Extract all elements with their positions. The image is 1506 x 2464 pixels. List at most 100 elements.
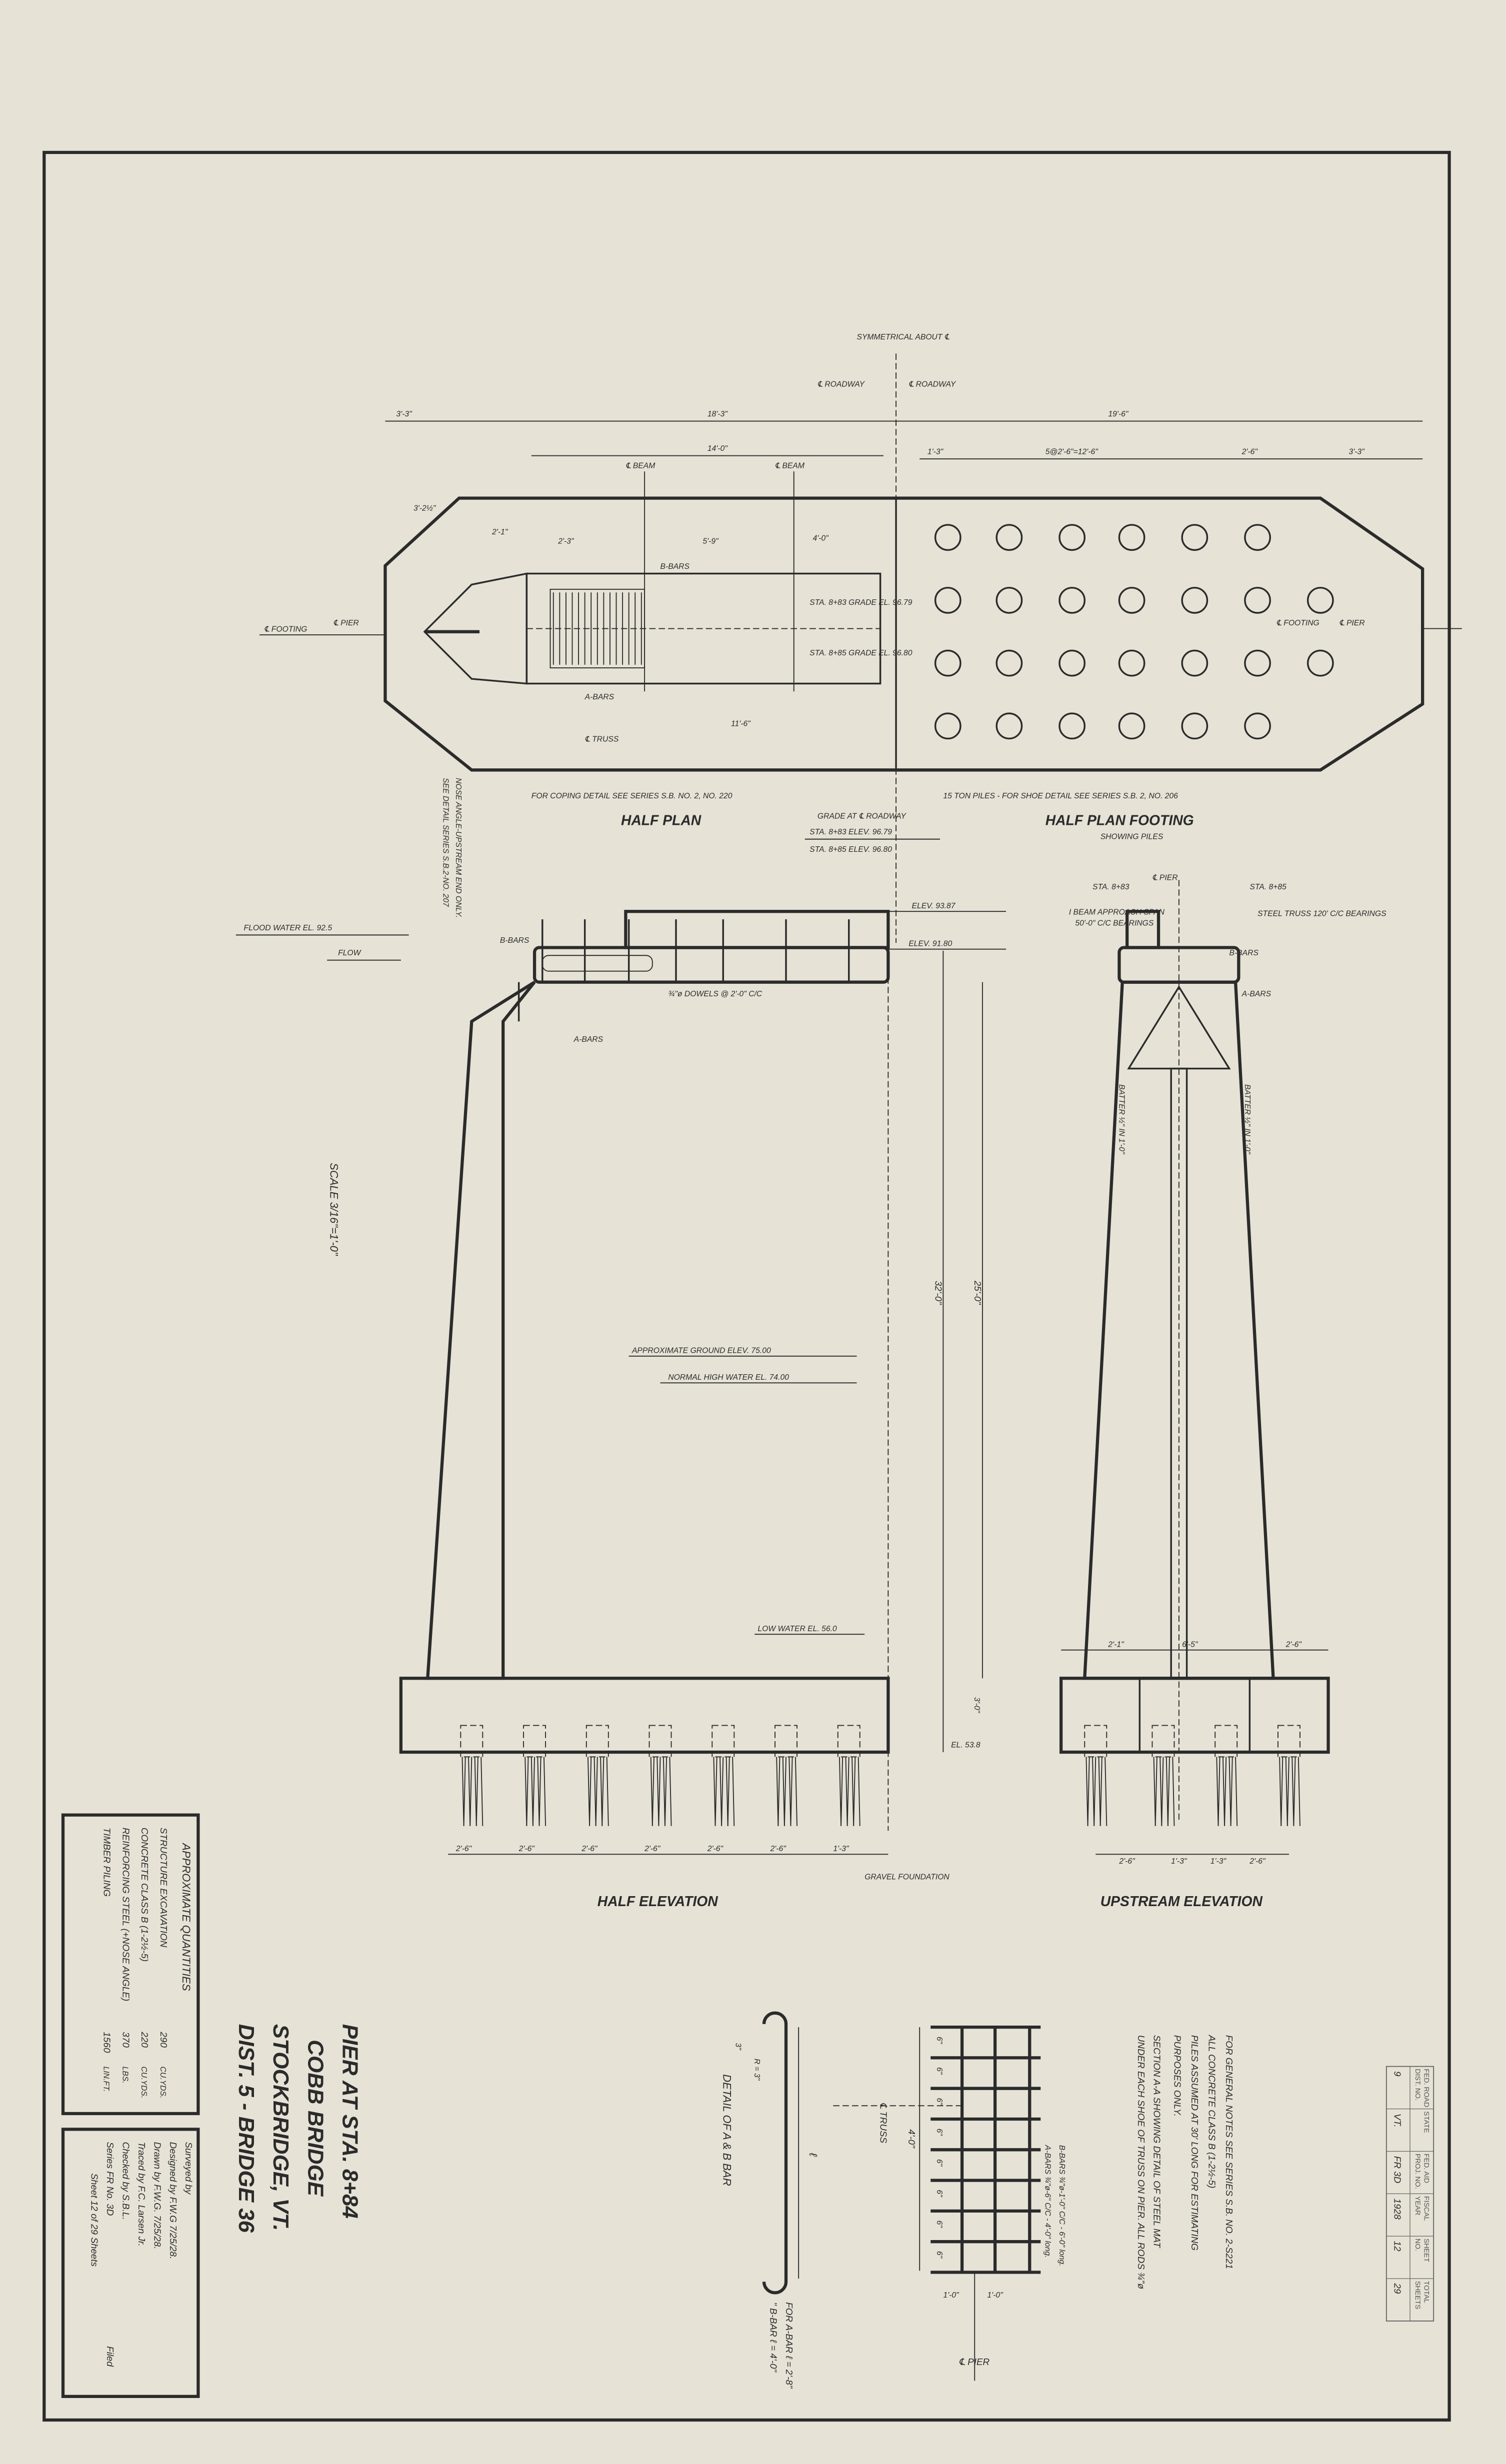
spacing-dim: 6"	[935, 2190, 944, 2198]
dim: 2'-6"	[518, 1845, 536, 1853]
steel-truss-label: STEEL TRUSS 120' C/C BEARINGS	[1258, 910, 1386, 918]
stamp-header: STATE	[1422, 2111, 1430, 2133]
timber-pile	[524, 1757, 546, 1826]
dim: 1'-3"	[833, 1845, 850, 1853]
pile-layout	[934, 524, 1334, 740]
dim: 2'-3"	[558, 537, 574, 546]
radius-label: R = 3"	[752, 2059, 761, 2081]
stamp-value: FR 3D	[1392, 2156, 1403, 2184]
pile-circle	[1244, 712, 1271, 740]
pile-top	[1277, 1725, 1300, 1758]
dim: 1'-3"	[928, 447, 944, 456]
dim: 1'-0"	[943, 2291, 960, 2300]
stamp-value: 9	[1392, 2071, 1403, 2077]
cl-roadway-right: ℄ ROADWAY	[908, 380, 956, 388]
quantity-label: REINFORCING STEEL (+NOSE ANGLE)	[120, 1828, 131, 2001]
quantity-unit: CU.YDS.	[158, 2067, 167, 2099]
dim: 1'-3"	[1171, 1857, 1188, 1866]
stamp-value: 29	[1392, 2283, 1403, 2294]
high-water-label: NORMAL HIGH WATER EL. 74.00	[668, 1373, 789, 1382]
pile-circle	[934, 586, 962, 614]
pile-top	[1214, 1725, 1238, 1758]
sta-883-label: STA. 8+83 GRADE EL. 96.79	[810, 598, 912, 607]
timber-pile	[1153, 1757, 1175, 1826]
elev-top-label: ELEV. 93.87	[912, 902, 956, 910]
title-line-1: PIER AT STA. 8+84	[338, 2024, 362, 2219]
b-bars-spec: B-BARS ¾"ø-1'-0" C/C - 6'-0" long.	[1058, 2145, 1066, 2267]
showing-piles-label: SHOWING PILES	[1100, 833, 1164, 841]
title-line-3: STOCKBRIDGE, VT.	[268, 2024, 293, 2231]
stamp-header: FISCAL YEAR	[1414, 2196, 1430, 2223]
pile-circle	[1058, 712, 1086, 740]
pile-circle	[934, 649, 962, 677]
quantity-label: CONCRETE CLASS B (1-2½-5)	[140, 1828, 150, 1962]
pile-circle	[1181, 524, 1208, 551]
dim: 11'-6"	[731, 719, 751, 728]
series-label: Series FR No. 3D	[105, 2142, 116, 2216]
height-total-dim: 32'-0"	[934, 1281, 944, 1305]
filed-label: Filed	[105, 2346, 116, 2367]
spacing-dim: 6"	[935, 2251, 944, 2259]
cl-truss-label: ℄ TRUSS	[878, 2103, 889, 2144]
cl-pier-left: ℄ PIER	[334, 619, 359, 627]
pile-circle	[996, 586, 1023, 614]
note-line: ALL CONCRETE CLASS B (1-2½-5)	[1207, 2035, 1218, 2189]
pile-top	[1084, 1725, 1108, 1758]
timber-pile	[462, 1757, 484, 1826]
stamp-header: TOTAL SHEETS	[1414, 2281, 1430, 2310]
symmetrical-label: SYMMETRICAL ABOUT ℄	[856, 333, 950, 341]
mat-height-dim: 4'-0"	[906, 2129, 917, 2149]
quantity-label: STRUCTURE EXCAVATION	[158, 1828, 169, 1948]
pile-top	[712, 1725, 735, 1758]
pile-circle	[1058, 649, 1086, 677]
dim: 2'-6"	[581, 1845, 598, 1853]
pile-top	[1152, 1725, 1175, 1758]
pile-circle	[1244, 524, 1271, 551]
pier-plan-outline	[384, 496, 1424, 772]
pile-circle	[1118, 649, 1146, 677]
dowels-label: ¾"ø DOWELS @ 2'-0" C/C	[668, 990, 762, 998]
half-plan: SYMMETRICAL ABOUT ℄ ℄ ROADWAY ℄ ROADWAY …	[259, 333, 1462, 943]
coping-note: FOR COPING DETAIL SEE SERIES S.B. NO. 2,…	[532, 792, 732, 800]
flow-label: FLOW	[338, 949, 362, 957]
quantity-label: TIMBER PILING	[102, 1828, 112, 1897]
height-shaft-dim: 25'-0"	[972, 1280, 983, 1305]
note-line: PILES ASSUMED AT 30' LONG FOR ESTIMATING	[1190, 2035, 1200, 2251]
stamp-header: FED. ROAD DIST. NO.	[1414, 2069, 1430, 2109]
quantity-value: 220	[140, 2032, 150, 2048]
pile-circle	[996, 524, 1023, 551]
dim: 18'-3"	[708, 410, 728, 418]
pile-top	[586, 1725, 609, 1758]
quantity-value: 370	[120, 2032, 131, 2048]
half-elevation-title: HALF ELEVATION	[598, 1893, 718, 1909]
dim: 2'-6"	[770, 1845, 787, 1853]
spacing-dim: 6"	[935, 2159, 944, 2167]
designed-by: Designed by F.W.G 7/25/28.	[168, 2142, 178, 2260]
scale-label: SCALE 3/16"=1'-0"	[328, 1163, 340, 1256]
pile-circle	[1058, 586, 1086, 614]
half-plan-footing-title: HALF PLAN FOOTING	[1046, 812, 1194, 828]
dim: 1'-0"	[987, 2291, 1004, 2300]
note-line: UNDER EACH SHOE OF TRUSS ON PIER. ALL RO…	[1136, 2035, 1146, 2290]
stamp-header: FED. AID PROJ. NO.	[1414, 2154, 1430, 2189]
a-bars-label: A-BARS	[574, 1035, 604, 1044]
title-line-4: DIST. 5 - BRIDGE 36	[234, 2024, 258, 2233]
drawn-by: Drawn by F.W.G. 7/25/28.	[152, 2142, 162, 2250]
bar-detail: 3" R = 3" ℓ DETAIL OF A & B BAR FOR A-BA…	[720, 2011, 820, 2389]
a-bars-spec: A-BARS ¾"ø-6" C/C - 4'-0" long.	[1044, 2145, 1052, 2258]
cl-footing-left: ℄ FOOTING	[264, 625, 307, 634]
dim: 2'-1"	[492, 528, 508, 536]
a-bar-length: FOR A-BAR ℓ = 2'-8"	[784, 2302, 794, 2389]
dim: 14'-0"	[708, 444, 728, 453]
elev-cap-label: ELEV. 91.80	[908, 939, 952, 948]
pile-circle	[1118, 524, 1146, 551]
dim: 2'-6"	[1242, 447, 1258, 456]
dim: 3'-3"	[1348, 447, 1365, 456]
sta-883-label: STA. 8+83	[1092, 883, 1130, 891]
checked-by: Checked by S.B.L.	[120, 2142, 131, 2220]
pile-circle	[1118, 586, 1146, 614]
nose-angle-note: SEE DETAIL SERIES S.B.2-NO. 207	[442, 778, 450, 907]
dim: 5'-9"	[702, 537, 719, 546]
pile-circle	[1058, 524, 1086, 551]
cl-roadway-left: ℄ ROADWAY	[818, 380, 866, 388]
